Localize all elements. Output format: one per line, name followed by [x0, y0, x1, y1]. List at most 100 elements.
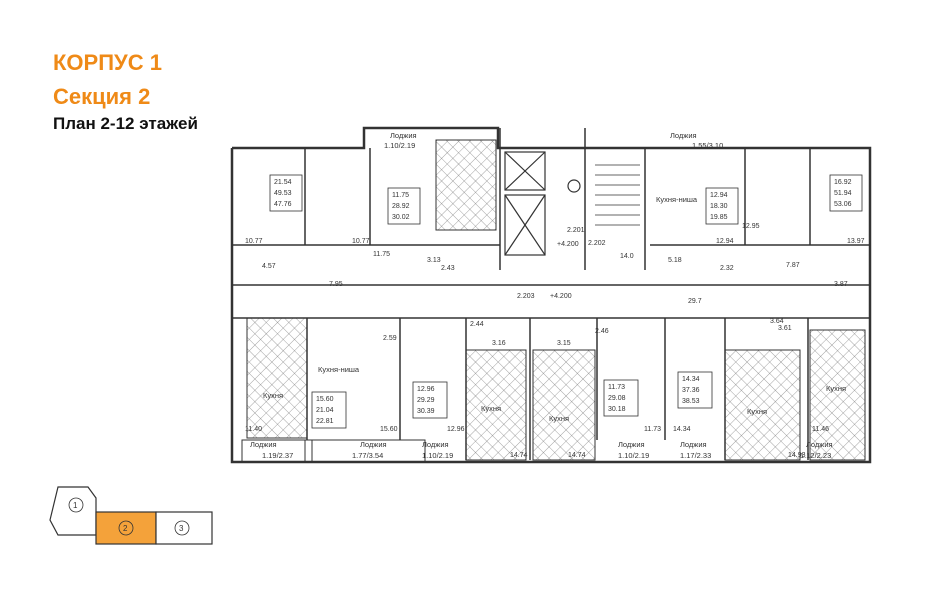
kitchen-label: Кухня: [549, 414, 569, 423]
apartment-area: 28.92: [392, 203, 410, 210]
apartment-labels: 21.54 49.53 47.76 11.75 28.92 30.02 12.9…: [274, 179, 852, 425]
dim: 12.95: [742, 223, 760, 230]
hatched-areas: [246, 139, 866, 461]
loggia-title: Лоджия: [390, 131, 417, 140]
dim: 12.94: [716, 238, 734, 245]
kitchen-niche-label: Кухня-ниша: [318, 365, 360, 374]
dim: 5.18: [668, 257, 682, 264]
key-section-2: 2: [123, 524, 128, 533]
dim: 10.77: [352, 238, 370, 245]
apartment-area: 30.18: [608, 406, 626, 413]
building-title: КОРПУС 1: [53, 50, 162, 75]
stair-room-id: 2.202: [588, 240, 606, 247]
kitchen-labels: Кухня Кухня Кухня Кухня Кухня Кухня-ниша…: [263, 195, 846, 423]
apartment-area: 11.73: [608, 384, 625, 391]
loggia-title: Лоджия: [680, 440, 707, 449]
kitchen-label: Кухня: [263, 391, 283, 400]
loggia-title: Лоджия: [806, 440, 833, 449]
dim: 2.32: [720, 265, 734, 272]
dim: 4.57: [262, 263, 276, 270]
dim: 14.34: [673, 426, 691, 433]
apartment-area: 29.08: [608, 395, 626, 402]
interior-walls: [232, 128, 870, 460]
core: [504, 151, 640, 256]
kitchen-label: Кухня: [826, 384, 846, 393]
dim: 2.46: [595, 328, 609, 335]
dim: 14.93: [788, 452, 806, 459]
apartment-area: 18.30: [710, 203, 728, 210]
dim: 3.13: [427, 257, 441, 264]
dimension-labels: 10.77 10.77 11.75 12.95 12.94 13.97 7.87…: [245, 223, 865, 459]
elevation-mark: +4.200: [550, 293, 572, 300]
apartment-area: 49.53: [274, 190, 292, 197]
loggia-area: 1.17/2.33: [680, 451, 711, 460]
kitchen-niche-label: Кухня-ниша: [656, 195, 698, 204]
dim: 14.74: [510, 452, 528, 459]
loggia-labels: Лоджия 1.10/2.19 Лоджия 1.55/3.10 Лоджия…: [250, 131, 833, 460]
apartment-area: 21.54: [274, 179, 292, 186]
kitchen-label: Кухня: [481, 404, 501, 413]
loggia-area: 1.10/2.19: [384, 141, 415, 150]
apartment-area: 53.06: [834, 201, 852, 208]
dim: 14.74: [568, 452, 586, 459]
apartment-area: 14.34: [682, 376, 700, 383]
dim: 29.7: [688, 298, 702, 305]
key-section-3: 3: [179, 524, 184, 533]
loggia-title: Лоджия: [360, 440, 387, 449]
loggia-title: Лоджия: [670, 131, 697, 140]
dim: 14.0: [620, 253, 634, 260]
loggia-area: 1.19/2.37: [262, 451, 293, 460]
dim: 3.16: [492, 340, 506, 347]
apartment-area: 22.81: [316, 418, 334, 425]
dim: 3.61: [778, 325, 792, 332]
core-labels: 2.201 +4.200 2.202 2.203 +4.200: [517, 227, 606, 300]
area-boxes: [269, 174, 863, 429]
loggia-area: 1.77/3.54: [352, 451, 383, 460]
kitchen-label: Кухня: [747, 407, 767, 416]
apartment-area: 30.02: [392, 214, 410, 221]
dim: 3.15: [557, 340, 571, 347]
elevator-room-id: 2.201: [567, 227, 585, 234]
loggia-area: 1.10/2.19: [618, 451, 649, 460]
dim: 7.87: [786, 262, 800, 269]
apartment-area: 19.85: [710, 214, 728, 221]
apartment-area: 12.94: [710, 192, 728, 199]
dim: 13.97: [847, 238, 865, 245]
loggia-area: 1.55/3.10: [692, 141, 723, 150]
apartment-area: 51.94: [834, 190, 852, 197]
plan-subtitle: План 2-12 этажей: [53, 114, 198, 133]
outer-walls: [230, 126, 872, 464]
apartment-area: 15.60: [316, 396, 334, 403]
apartment-area: 11.75: [392, 192, 409, 199]
dim: 3.87: [834, 281, 848, 288]
apartment-area: 47.76: [274, 201, 292, 208]
dim: 2.44: [470, 321, 484, 328]
key-section-1: 1: [73, 501, 78, 510]
apartment-area: 16.92: [834, 179, 852, 186]
dim: 3.64: [770, 318, 784, 325]
dim: 2.43: [441, 265, 455, 272]
apartment-area: 38.53: [682, 398, 700, 405]
dim: 7.95: [329, 281, 343, 288]
loggia-area: 1.12/2.23: [800, 451, 831, 460]
dim: 11.46: [812, 426, 829, 433]
wheelchair-icon: [567, 179, 581, 193]
dim: 11.73: [644, 426, 661, 433]
apartment-area: 21.04: [316, 407, 334, 414]
dim: 2.59: [383, 335, 397, 342]
loggia-title: Лоджия: [250, 440, 277, 449]
apartment-area: 29.29: [417, 397, 435, 404]
key-plan: 1 2 3: [49, 486, 213, 545]
dim: 11.75: [373, 251, 390, 258]
apartment-area: 30.39: [417, 408, 435, 415]
dim: 12.96: [447, 426, 465, 433]
loggia-title: Лоджия: [422, 440, 449, 449]
dim: 11.40: [245, 426, 262, 433]
elevation-mark: +4.200: [557, 241, 579, 248]
dim: 15.60: [380, 426, 398, 433]
loggia-title: Лоджия: [618, 440, 645, 449]
apartment-area: 12.96: [417, 386, 435, 393]
corridor-room-id: 2.203: [517, 293, 535, 300]
section-title: Секция 2: [53, 84, 151, 109]
